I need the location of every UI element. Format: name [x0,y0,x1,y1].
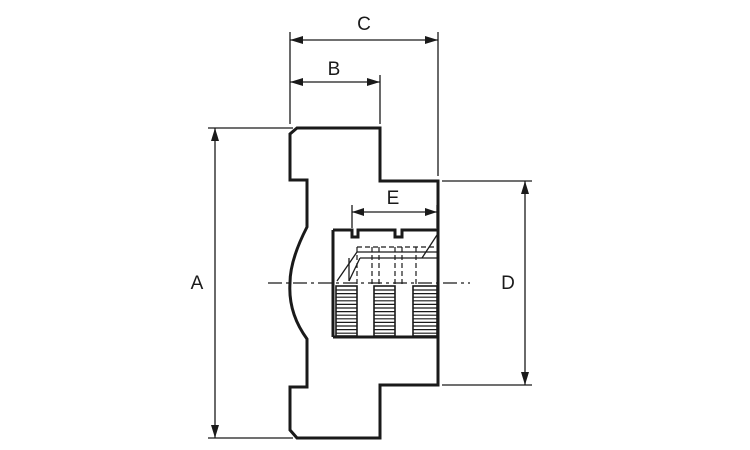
dimension-label-c: C [357,14,371,35]
dimension-b: B [290,59,380,86]
arrowhead [211,128,219,141]
arrowhead [290,78,303,86]
arrowhead [425,208,437,216]
knob-outline [288,126,440,440]
bore-chamfer-line [336,251,358,282]
arrowhead [521,372,529,385]
arrowhead [290,36,303,44]
dimension-d: D [501,181,529,385]
bore-chamfer-line [348,257,361,282]
arrowhead [352,208,364,216]
dimension-e: E [352,188,437,216]
arrowhead [211,425,219,438]
insert-outline [333,228,437,239]
dimension-label-e: E [387,188,400,209]
dimension-c: C [290,14,438,44]
knurl-pattern [335,285,438,337]
knob-body [288,126,440,440]
arrowhead [425,36,438,44]
dimension-label-d: D [501,273,515,294]
threaded-insert [331,228,438,339]
dimension-label-b: B [328,59,341,80]
arrowhead [367,78,380,86]
dimension-label-a: A [191,273,204,294]
dimension-a: A [191,128,219,438]
arrowhead [521,181,529,194]
extension-lines [208,32,532,439]
